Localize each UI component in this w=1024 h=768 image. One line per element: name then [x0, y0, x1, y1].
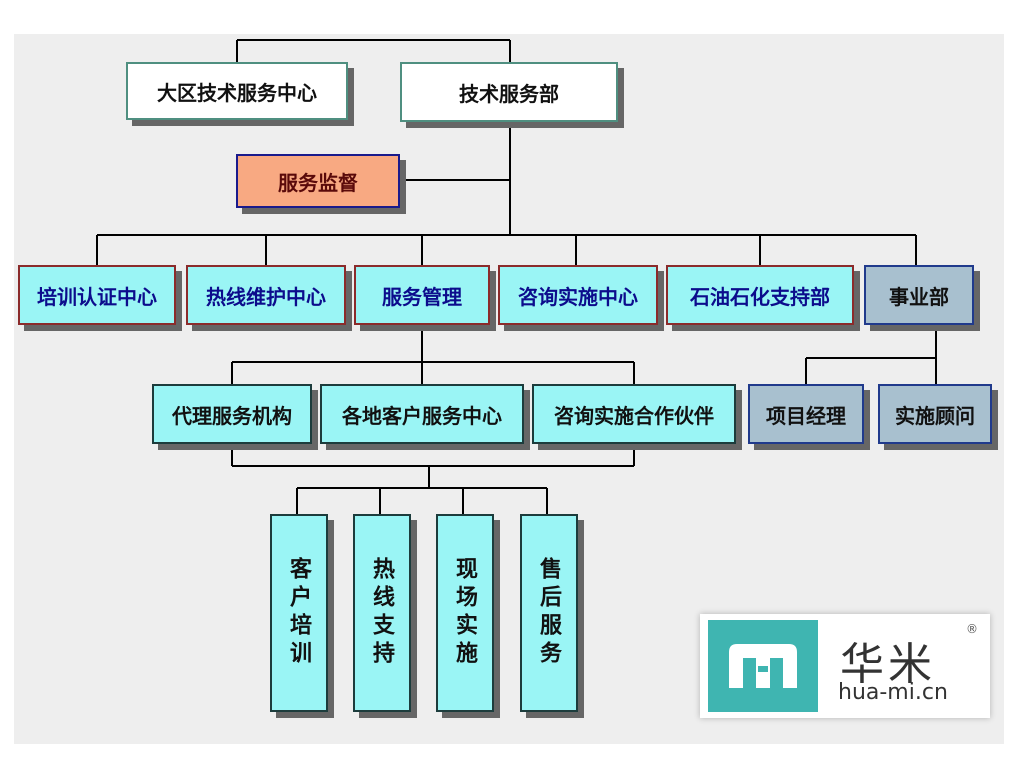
- node-petro-support: 石油石化支持部: [666, 265, 854, 325]
- node-consultant: 实施顾问: [878, 384, 992, 444]
- node-consult-center: 咨询实施中心: [498, 265, 658, 325]
- node-tech-dept: 技术服务部: [400, 62, 618, 122]
- node-project-manager: 项目经理: [748, 384, 864, 444]
- node-hotline-support: 热线支持: [353, 514, 411, 712]
- node-customer-training: 客户培训: [270, 514, 328, 712]
- node-after-sales: 售后服务: [520, 514, 578, 712]
- logo-mark-icon: [708, 620, 818, 712]
- node-supervision: 服务监督: [236, 154, 400, 208]
- node-local-center: 各地客户服务中心: [320, 384, 524, 444]
- logo-registered-mark: ®: [966, 622, 978, 636]
- node-onsite: 现场实施: [436, 514, 494, 712]
- node-region-center: 大区技术服务中心: [126, 62, 348, 120]
- logo-m-icon: [729, 644, 797, 688]
- hua-mi-logo: 华米 ® hua-mi.cn: [700, 614, 990, 718]
- node-partners: 咨询实施合作伙伴: [532, 384, 736, 444]
- node-training-center: 培训认证中心: [18, 265, 176, 325]
- logo-chinese-text: 华米: [840, 639, 936, 690]
- node-hotline-center: 热线维护中心: [186, 265, 346, 325]
- logo-url-text: hua-mi.cn: [838, 680, 948, 705]
- node-agent-org: 代理服务机构: [152, 384, 312, 444]
- node-service-mgmt: 服务管理: [354, 265, 490, 325]
- node-business-dept: 事业部: [864, 265, 974, 325]
